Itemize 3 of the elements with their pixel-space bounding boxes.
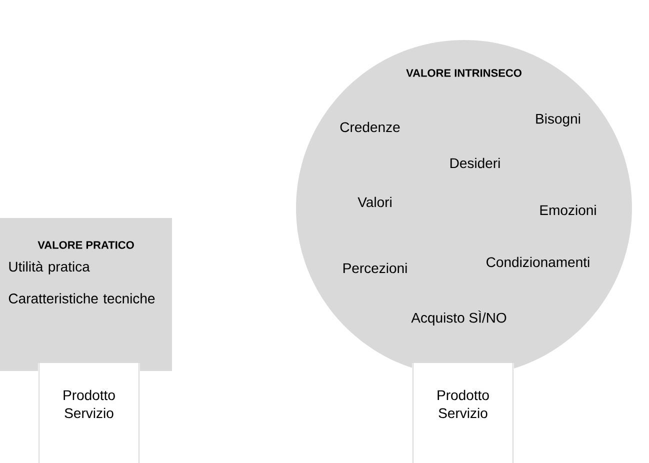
pedestal-box: Prodotto Servizio <box>412 362 514 463</box>
value-square: VALORE PRATICO Utilità pratica Caratteristiche tecniche <box>0 218 172 371</box>
pedestal-box: Prodotto Servizio <box>38 362 140 463</box>
